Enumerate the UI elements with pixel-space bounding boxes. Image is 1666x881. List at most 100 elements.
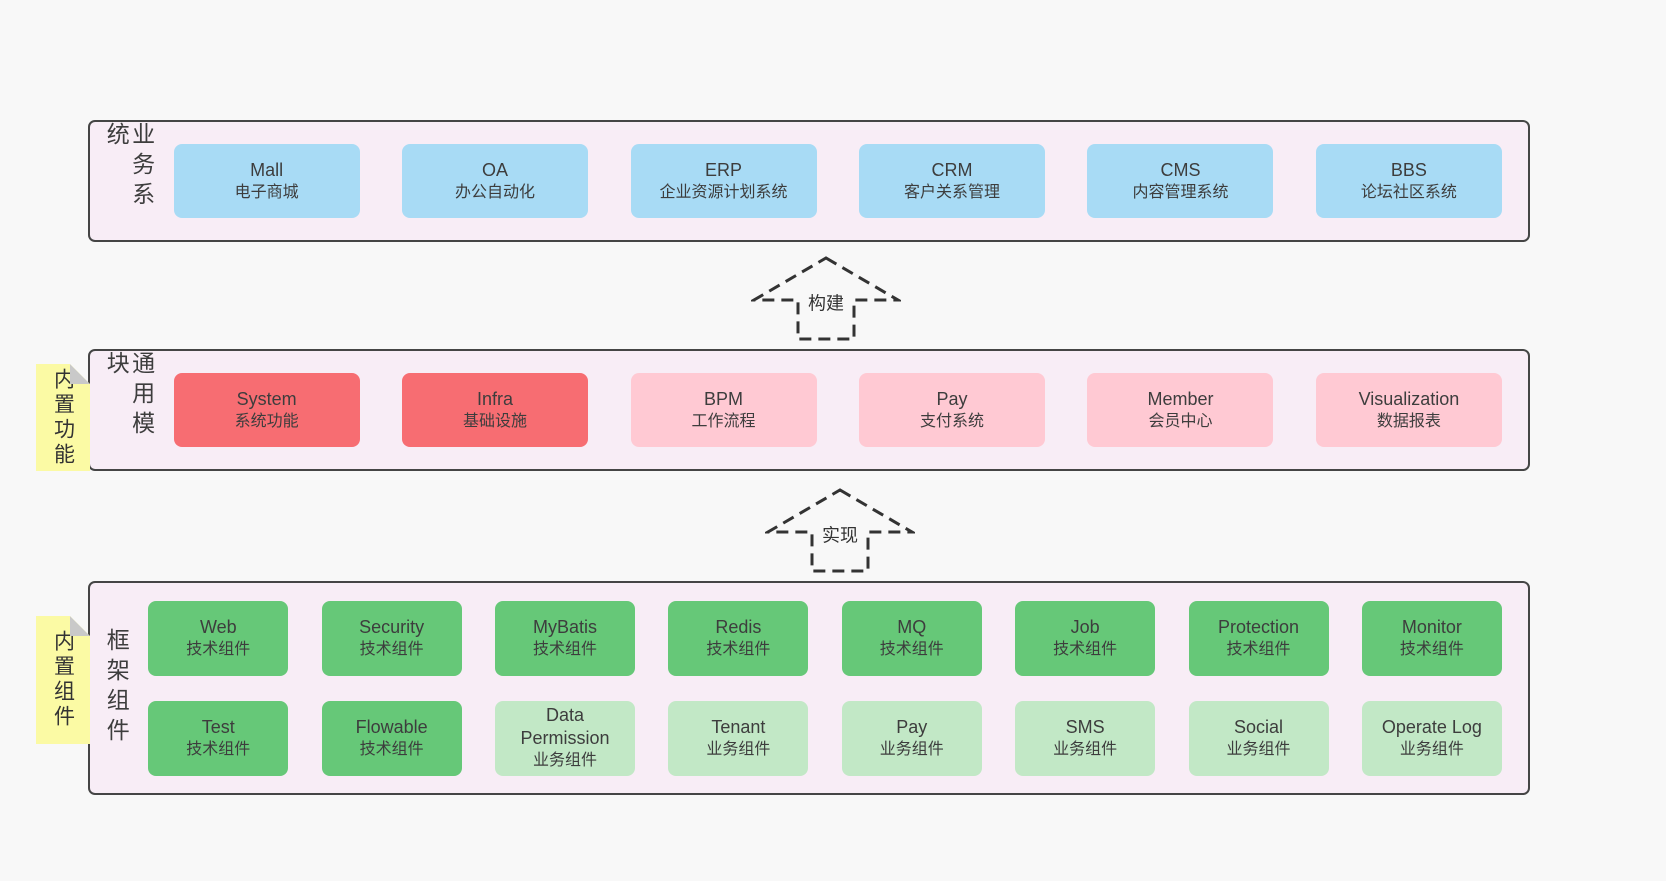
module-desc: 企业资源计划系统 — [659, 183, 788, 201]
box-test: Test 技术组件 — [148, 700, 289, 776]
box-social: Social 业务组件 — [1188, 700, 1329, 776]
module-desc: 业务组件 — [879, 740, 944, 758]
module-name: Mall — [250, 159, 284, 180]
component-row-1: Web 技术组件 Security 技术组件 MyBatis 技术组件 Redi… — [148, 600, 1502, 676]
module-desc: 技术组件 — [1226, 640, 1291, 658]
box-pay: Pay 支付系统 — [859, 373, 1045, 447]
sticky-note-builtin-functions: 内置功能 — [36, 364, 90, 471]
module-name: Visualization — [1358, 388, 1460, 409]
arrow-label-build: 构建 — [805, 288, 847, 317]
module-name: CMS — [1160, 159, 1201, 180]
box-cms: CMS 内容管理系统 — [1087, 144, 1274, 218]
box-web: Web 技术组件 — [148, 600, 289, 676]
module-name: Job — [1070, 616, 1100, 637]
module-name: BBS — [1390, 159, 1427, 180]
box-member: Member 会员中心 — [1087, 373, 1274, 447]
box-bpm: BPM 工作流程 — [630, 373, 817, 447]
module-name: Flowable — [355, 716, 428, 737]
box-job: Job 技术组件 — [1015, 600, 1156, 676]
module-desc: 系统功能 — [234, 412, 299, 430]
box-operate-log: Operate Log 业务组件 — [1361, 700, 1502, 776]
module-name: Operate Log — [1381, 716, 1482, 737]
box-crm: CRM 客户关系管理 — [859, 144, 1045, 218]
box-monitor: Monitor 技术组件 — [1361, 600, 1502, 676]
box-pay-component: Pay 业务组件 — [841, 700, 982, 776]
up-arrow-build: 构建 — [751, 255, 901, 343]
box-system: System 系统功能 — [173, 373, 360, 447]
module-desc: 电子商城 — [234, 183, 299, 201]
box-flowable: Flowable 技术组件 — [321, 700, 462, 776]
module-name: Web — [199, 616, 237, 637]
module-name: Data Permission — [520, 705, 610, 748]
module-name: Security — [359, 616, 425, 637]
module-desc: 技术组件 — [186, 640, 251, 658]
module-name: Protection — [1218, 616, 1300, 637]
component-row-2: Test 技术组件 Flowable 技术组件 Data Permission … — [148, 700, 1502, 776]
module-name: BPM — [704, 388, 744, 409]
folded-corner-icon — [70, 616, 90, 636]
box-mq: MQ 技术组件 — [841, 600, 982, 676]
module-desc: 业务组件 — [706, 740, 771, 758]
panel-common-modules: 通用模块 System 系统功能 Infra 基础设施 BPM 工作流程 Pay… — [88, 349, 1530, 471]
module-desc: 办公自动化 — [455, 183, 536, 201]
module-name: ERP — [705, 159, 743, 180]
box-protection: Protection 技术组件 — [1188, 600, 1329, 676]
module-desc: 技术组件 — [533, 640, 598, 658]
arrow-label-implement: 实现 — [819, 520, 861, 549]
box-redis: Redis 技术组件 — [668, 600, 809, 676]
box-bbs: BBS 论坛社区系统 — [1315, 144, 1502, 218]
sticky-label: 内置功能 — [51, 367, 75, 468]
folded-corner-icon — [70, 364, 90, 384]
module-name: Tenant — [711, 716, 766, 737]
module-desc: 技术组件 — [1399, 640, 1464, 658]
module-name: Pay — [896, 716, 928, 737]
module-desc: 内容管理系统 — [1132, 183, 1229, 201]
box-oa: OA 办公自动化 — [402, 144, 589, 218]
module-name: Pay — [936, 388, 968, 409]
component-boxes: Web 技术组件 Security 技术组件 MyBatis 技术组件 Redi… — [128, 600, 1528, 776]
module-name: Member — [1147, 388, 1214, 409]
module-desc: 数据报表 — [1376, 412, 1441, 430]
module-name: MQ — [897, 616, 927, 637]
box-tenant: Tenant 业务组件 — [668, 700, 809, 776]
dashed-up-arrow-icon — [751, 256, 901, 341]
box-data-permission: Data Permission 业务组件 — [495, 700, 636, 776]
module-desc: 业务组件 — [533, 752, 598, 769]
module-name: OA — [482, 159, 509, 180]
panel-label-modules: 通用模块 — [103, 351, 155, 441]
module-desc: 工作流程 — [691, 412, 756, 430]
panel-business-systems: 业务系统 Mall 电子商城 OA 办公自动化 ERP 企业资源计划系统 CRM… — [88, 120, 1530, 242]
module-name: System — [236, 388, 297, 409]
module-desc: 基础设施 — [463, 412, 528, 430]
module-name: Infra — [477, 388, 514, 409]
sticky-label: 内置组件 — [51, 630, 75, 730]
module-name: CRM — [931, 159, 973, 180]
dashed-up-arrow-icon — [765, 488, 915, 573]
module-name: Redis — [715, 616, 762, 637]
module-desc: 客户关系管理 — [903, 183, 1000, 201]
box-mybatis: MyBatis 技术组件 — [495, 600, 636, 676]
module-name: SMS — [1065, 716, 1105, 737]
module-desc: 业务组件 — [1226, 740, 1291, 758]
module-desc: 会员中心 — [1148, 412, 1213, 430]
panel-label-components: 框架组件 — [103, 628, 130, 748]
module-name: Social — [1234, 716, 1284, 737]
panel-label-business: 业务系统 — [103, 122, 155, 212]
sticky-note-builtin-components: 内置组件 — [36, 616, 90, 744]
module-desc: 技术组件 — [879, 640, 944, 658]
module-desc: 支付系统 — [919, 412, 984, 430]
box-erp: ERP 企业资源计划系统 — [630, 144, 817, 218]
module-boxes-row: System 系统功能 Infra 基础设施 BPM 工作流程 Pay 支付系统… — [154, 373, 1528, 447]
module-desc: 业务组件 — [1399, 740, 1464, 758]
module-desc: 技术组件 — [186, 740, 251, 758]
business-boxes-row: Mall 电子商城 OA 办公自动化 ERP 企业资源计划系统 CRM 客户关系… — [154, 144, 1528, 218]
module-desc: 业务组件 — [1053, 740, 1118, 758]
panel-framework-components: 框架组件 Web 技术组件 Security 技术组件 MyBatis 技术组件… — [88, 581, 1530, 795]
module-name: Monitor — [1401, 616, 1462, 637]
module-desc: 技术组件 — [359, 740, 424, 758]
box-sms: SMS 业务组件 — [1015, 700, 1156, 776]
up-arrow-implement: 实现 — [765, 487, 915, 575]
module-desc: 技术组件 — [359, 640, 424, 658]
box-visualization: Visualization 数据报表 — [1315, 373, 1502, 447]
